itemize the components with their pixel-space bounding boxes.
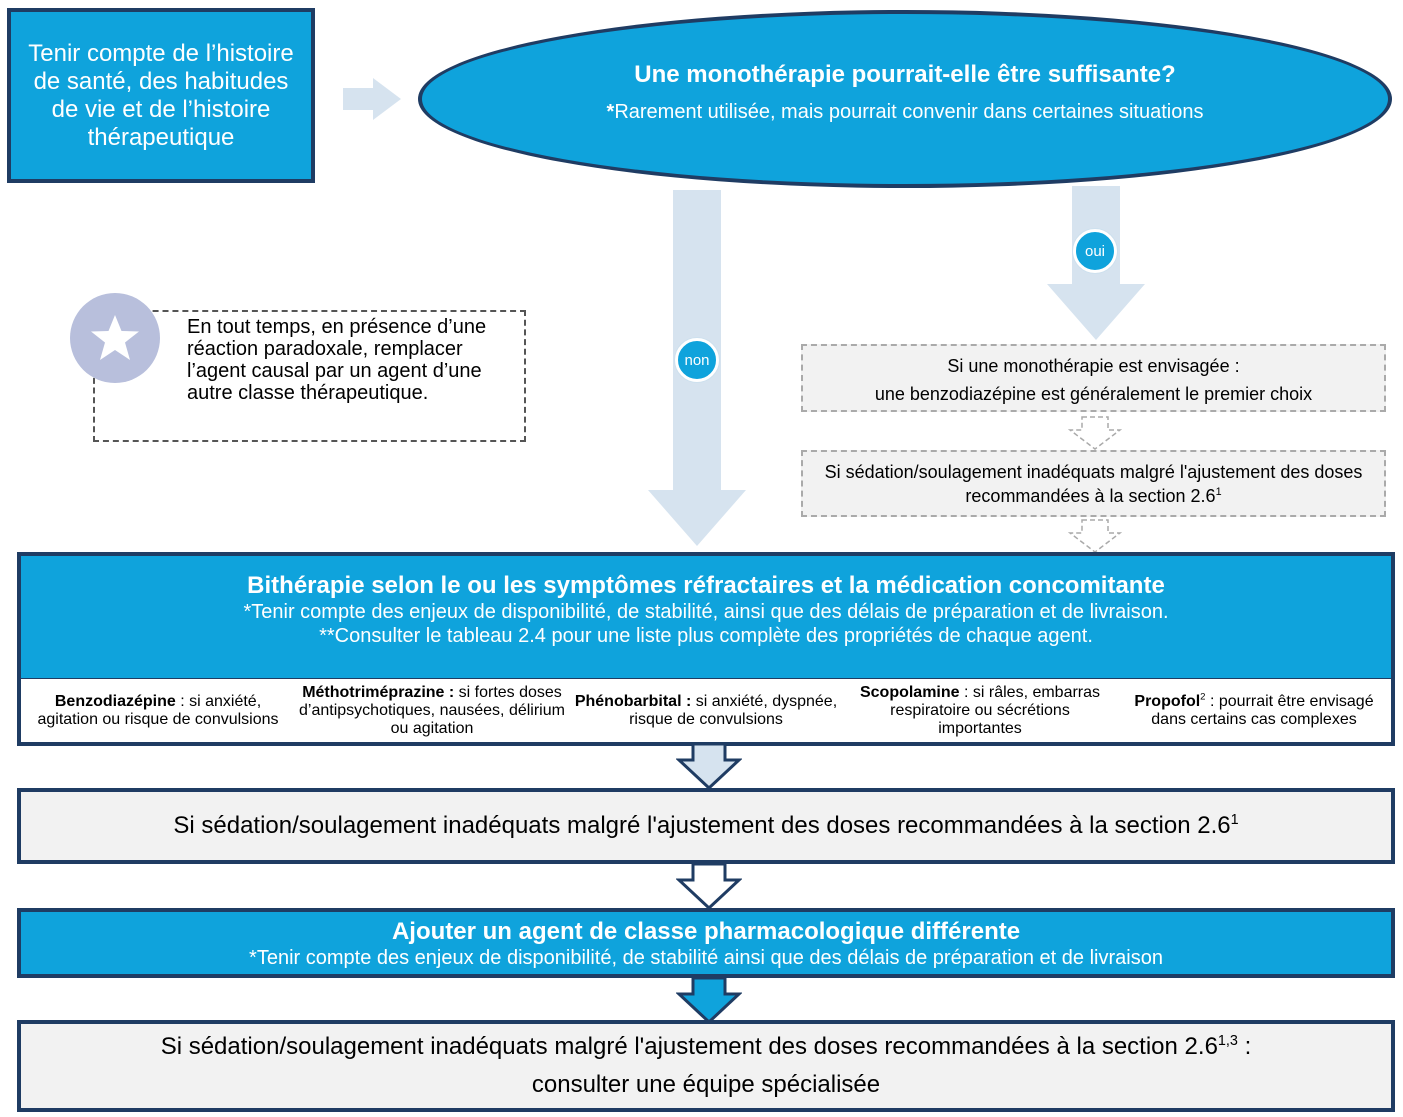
monotherapy-box: Si une monothérapie est envisagée : une … (801, 344, 1386, 412)
arrow-down-1 (676, 742, 742, 790)
star-note-text: En tout temps, en présence d’une réactio… (187, 316, 487, 404)
question-note: *Rarement utilisée, mais pourrait conven… (606, 100, 1204, 123)
step3-title: Ajouter un agent de classe pharmacologiq… (391, 918, 1021, 945)
question-title: Une monothérapie pourrait-elle être suff… (634, 60, 1176, 88)
bitherapy-note1: *Tenir compte des enjeux de disponibilit… (243, 601, 1169, 623)
question-ellipse: Une monothérapie pourrait-elle être suff… (418, 10, 1392, 188)
bitherapy-box: Bithérapie selon le ou les symptômes réf… (17, 552, 1395, 678)
monotherapy-inadequate-text: Si sédation/soulagement inadéquats malgr… (824, 462, 1363, 506)
bitherapy-note2: **Consulter le tableau 2.4 pour une list… (319, 625, 1093, 647)
arrow-dashed-2 (1068, 519, 1122, 553)
step4-box: Si sédation/soulagement inadéquats malgr… (17, 1020, 1395, 1112)
no-label: non (675, 338, 719, 382)
agent-phenobarbital: Phénobarbital : si anxiété, dyspnée, ris… (574, 692, 838, 728)
step4-line2: consulter une équipe spécialisée (531, 1071, 881, 1098)
arrow-down-3 (676, 976, 742, 1024)
monotherapy-line2: une benzodiazépine est généralement le p… (874, 384, 1313, 404)
step2-box: Si sédation/soulagement inadéquats malgr… (17, 788, 1395, 864)
step2-text: Si sédation/soulagement inadéquats malgr… (173, 812, 1231, 839)
star-note: En tout temps, en présence d’une réactio… (93, 310, 526, 442)
step3-note: *Tenir compte des enjeux de disponibilit… (249, 947, 1163, 969)
start-box-text: Tenir compte de l’histoire de santé, des… (28, 39, 294, 151)
agents-row: Benzodiazépine : si anxiété, agitation o… (17, 678, 1395, 746)
agent-benzodiazepine: Benzodiazépine : si anxiété, agitation o… (37, 692, 279, 728)
star-icon (70, 293, 160, 383)
arrow-down-2 (676, 862, 742, 910)
arrow-dashed-1 (1068, 416, 1122, 450)
yes-label: oui (1073, 229, 1117, 273)
agent-propofol: Propofol2 : pourrait être envisagé dans … (1134, 691, 1374, 728)
agent-methotrimeprazine: Méthotriméprazine : si fortes doses d’an… (299, 683, 565, 737)
step3-box: Ajouter un agent de classe pharmacologiq… (17, 908, 1395, 978)
start-box: Tenir compte de l’histoire de santé, des… (7, 8, 315, 183)
monotherapy-line1: Si une monothérapie est envisagée : (947, 356, 1240, 376)
arrow-right (343, 78, 401, 120)
monotherapy-inadequate-box: Si sédation/soulagement inadéquats malgr… (801, 450, 1386, 517)
bitherapy-title: Bithérapie selon le ou les symptômes réf… (247, 572, 1165, 599)
step4-line1: Si sédation/soulagement inadéquats malgr… (160, 1033, 1252, 1060)
agent-scopolamine: Scopolamine : si râles, embarras respira… (859, 683, 1101, 737)
